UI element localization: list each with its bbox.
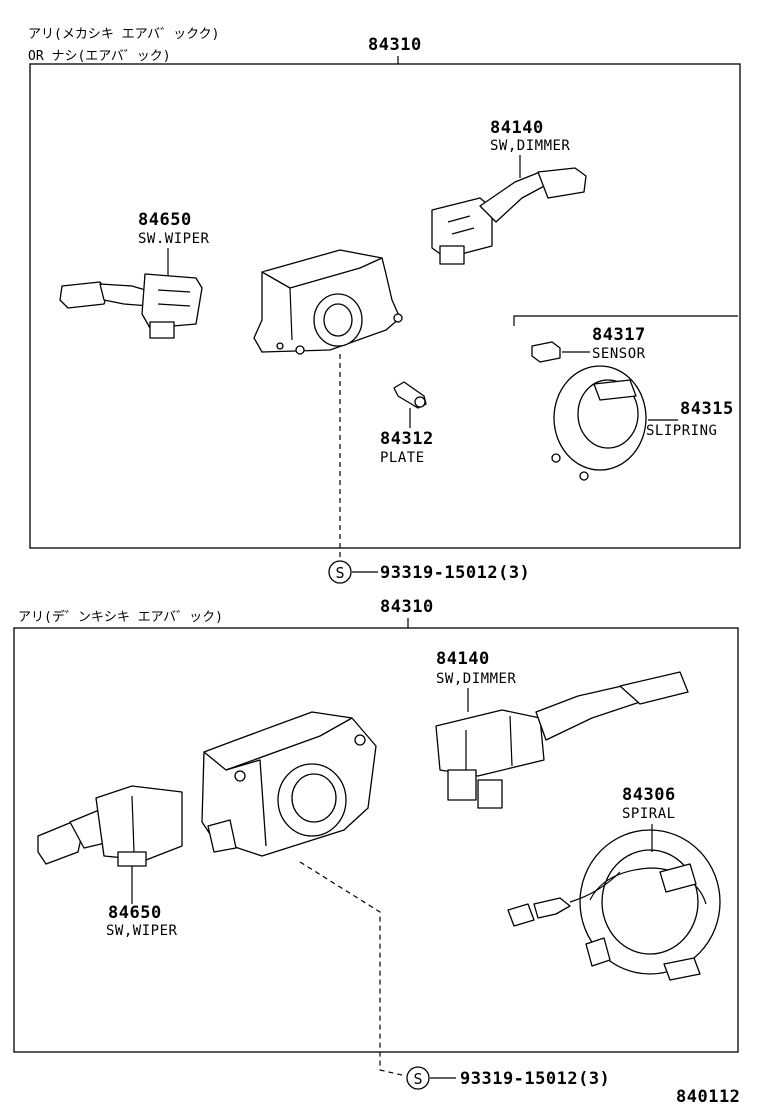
bottom-assembly-number: 84310 bbox=[380, 597, 434, 617]
top-plate-name: PLATE bbox=[380, 450, 425, 466]
bottom-wiper-number: 84650 bbox=[108, 903, 162, 923]
bottom-dimmer-switch-drawing bbox=[435, 671, 689, 809]
bottom-switch-body-drawing bbox=[201, 711, 377, 857]
top-assembly-number: 84310 bbox=[368, 35, 422, 55]
top-slipring-drawing bbox=[551, 365, 647, 481]
top-screw-part: 93319-15012(3) bbox=[380, 563, 530, 583]
top-slipring-bracket bbox=[513, 315, 738, 326]
top-sensor-drawing bbox=[531, 341, 561, 363]
bottom-screw-symbol-circle bbox=[406, 1066, 430, 1090]
diagram-code: 840112 bbox=[676, 1087, 740, 1107]
top-sensor-number: 84317 bbox=[592, 325, 646, 345]
top-plate-drawing bbox=[393, 381, 427, 409]
bottom-wiper-switch-drawing bbox=[37, 785, 183, 867]
top-plate-number: 84312 bbox=[380, 429, 434, 449]
bottom-screw-dashed-leader bbox=[299, 861, 407, 1077]
bottom-spiral-name: SPIRAL bbox=[622, 806, 676, 822]
top-assembly-frame bbox=[29, 63, 741, 549]
bottom-screw-part: 93319-15012(3) bbox=[460, 1069, 610, 1089]
bottom-screw-symbol: S bbox=[413, 1070, 422, 1088]
bottom-dimmer-name: SW,DIMMER bbox=[436, 671, 516, 687]
bottom-spiral-drawing bbox=[507, 829, 721, 981]
bottom-dimmer-number: 84140 bbox=[436, 649, 490, 669]
top-screw-symbol-circle bbox=[328, 560, 352, 584]
top-wiper-number: 84650 bbox=[138, 210, 192, 230]
top-dimmer-switch-drawing bbox=[431, 167, 587, 265]
top-wiper-name: SW.WIPER bbox=[138, 231, 210, 247]
top-slipring-number: 84315 bbox=[680, 399, 734, 419]
top-wiper-switch-drawing bbox=[59, 273, 203, 339]
bottom-spiral-number: 84306 bbox=[622, 785, 676, 805]
bottom-assembly-frame bbox=[13, 627, 739, 1053]
bottom-wiper-name: SW,WIPER bbox=[106, 923, 178, 939]
top-screw-symbol: S bbox=[335, 564, 344, 582]
top-slipring-name: SLIPRING bbox=[646, 423, 717, 439]
top-switch-body-drawing bbox=[253, 249, 403, 355]
top-sensor-name: SENSOR bbox=[592, 346, 646, 362]
bottom-note-line1: アリ(デ゛ンキシキ エアバ゛ック) bbox=[18, 609, 223, 625]
top-note-line2: OR ナシ(エアバ゛ック) bbox=[28, 49, 171, 64]
top-note-line1: アリ(メカシキ エアバ゛ックク) bbox=[28, 27, 219, 42]
top-dimmer-number: 84140 bbox=[490, 118, 544, 138]
top-dimmer-name: SW,DIMMER bbox=[490, 138, 570, 154]
